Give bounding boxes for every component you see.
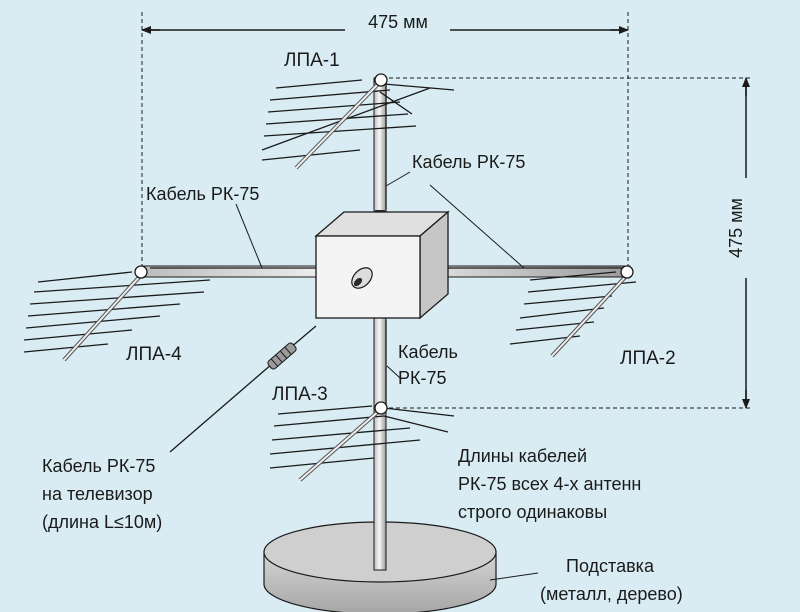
lpa4-joint <box>134 265 148 279</box>
lpa3-label: ЛПА-3 <box>272 384 328 405</box>
dimension-horizontal-label: 475 мм <box>368 12 428 32</box>
lpa3-antenna <box>269 405 455 482</box>
cable-label-left: Кабель РК-75 <box>146 184 259 204</box>
tv-cable-line2: на телевизор <box>42 484 153 504</box>
tv-cable-line1: Кабель РК-75 <box>42 456 155 476</box>
cable-label-right: Кабель РК-75 <box>412 152 525 172</box>
note-line3: строго одинаковы <box>458 502 607 522</box>
cable-label-center-line1: Кабель <box>398 342 458 362</box>
stand-line1: Подставка <box>566 556 655 576</box>
lpa3-joint <box>374 401 388 415</box>
tv-cable-line3: (длина L≤10м) <box>42 512 162 532</box>
junction-box <box>314 210 450 320</box>
tv-cable <box>169 325 317 453</box>
lpa1-antenna <box>261 79 455 170</box>
note-line2: РК-75 всех 4-х антенн <box>458 474 641 494</box>
cable-label-center-line2: РК-75 <box>398 368 447 388</box>
lpa4-label: ЛПА-4 <box>126 344 182 365</box>
leader-lines <box>235 171 539 581</box>
lpa2-label: ЛПА-2 <box>620 348 676 369</box>
lpa1-label: ЛПА-1 <box>284 50 340 71</box>
cables <box>150 82 622 404</box>
vertical-pole <box>373 77 387 571</box>
dimension-vertical-label: 475 мм <box>726 198 746 258</box>
lpa4-antenna <box>23 271 211 362</box>
box-connector <box>351 267 373 289</box>
stand-line2: (металл, дерево) <box>540 584 683 604</box>
note-line1: Длины кабелей <box>458 446 587 466</box>
lpa2-antenna <box>509 271 637 358</box>
lpa1-joint <box>374 73 388 87</box>
lpa2-joint <box>620 265 634 279</box>
dimension-guides <box>141 12 752 409</box>
